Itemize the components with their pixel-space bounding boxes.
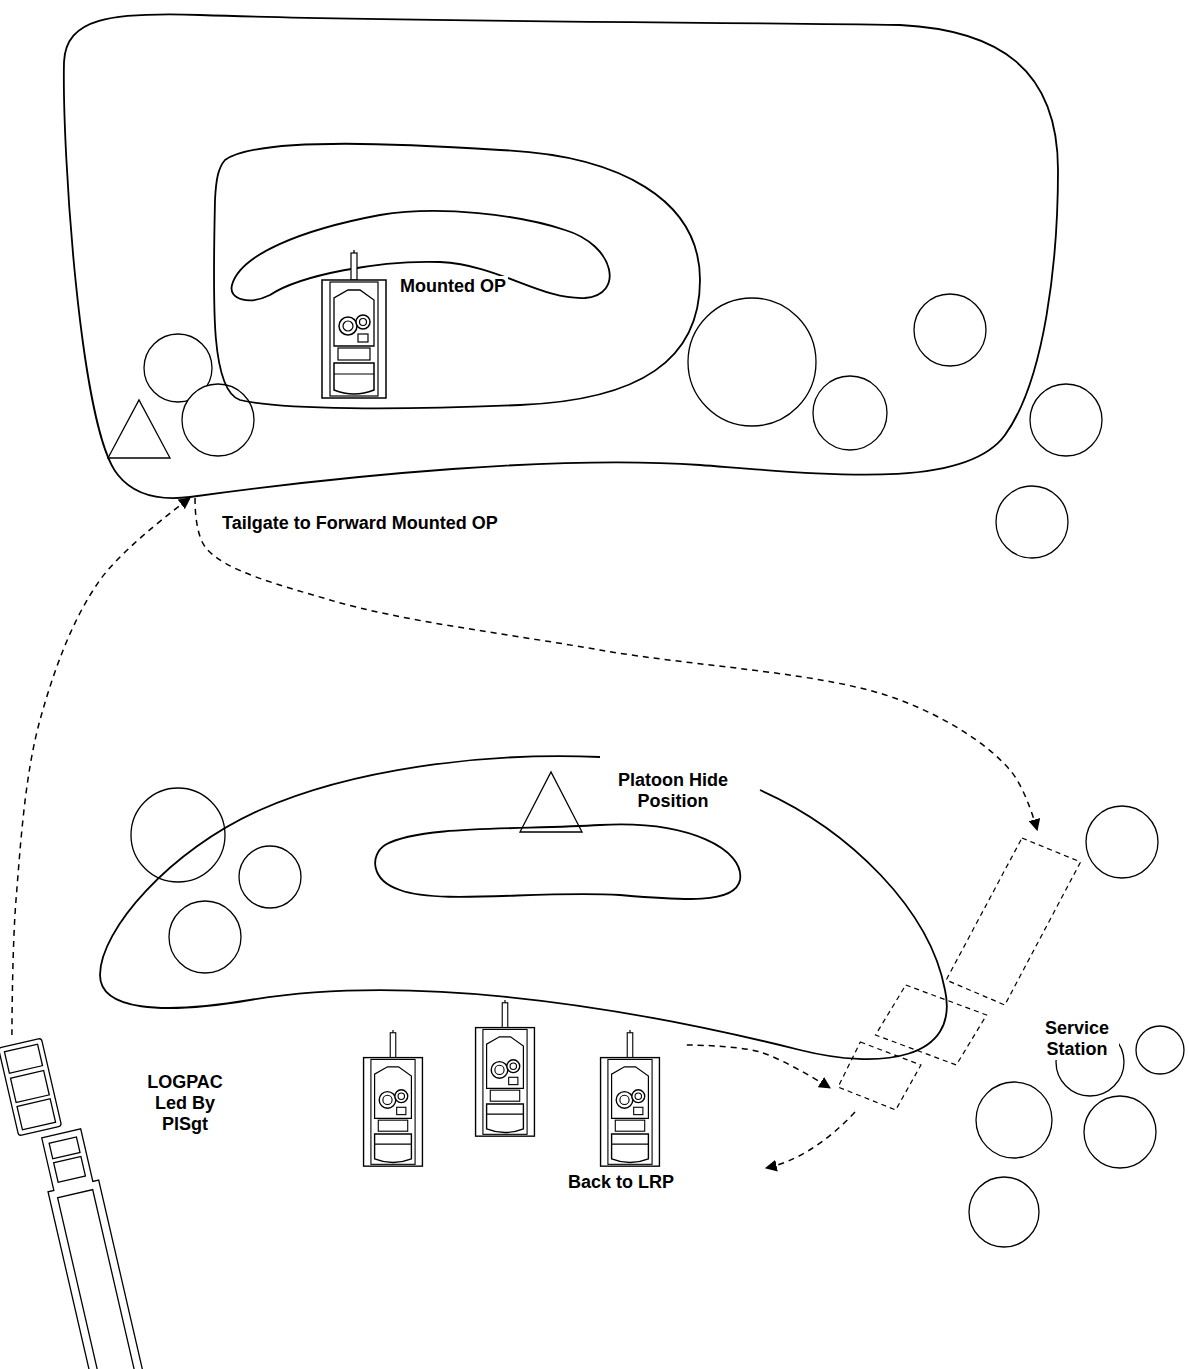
region-label: Service Station [1035,1018,1119,1060]
logpac-trucks [0,1038,147,1369]
tree [131,788,225,882]
truck-body [0,1038,62,1136]
truck-body [36,1127,147,1369]
exit-arrow [766,1112,855,1168]
terrain-region: Mounted OP [55,5,1070,498]
truck-bed [11,1071,50,1103]
triangle-symbol [108,400,170,458]
contour-line [100,756,947,1059]
tree [688,298,816,426]
tree [813,376,887,450]
truck-cab [54,1156,86,1182]
region-outline [55,5,1070,498]
region-label: Platoon Hide Position [606,770,740,812]
tree [239,846,301,908]
cargo-truck [0,1038,62,1136]
region-outline [90,745,960,1065]
note-label: Tailgate to Forward Mounted OP [220,513,500,534]
label-anchor: Back to LRP [566,1172,676,1193]
fuel-truck [36,1127,147,1369]
region-outline [830,830,1123,1115]
fuel-tank [58,1190,138,1369]
logpac-group: LOGPAC Led By PlSgt [5,1035,236,1369]
contour-line [214,144,700,409]
tree [1030,384,1102,456]
station-bay [946,838,1080,1005]
station-bay [838,1042,921,1110]
contour-line [64,14,1058,498]
truck-bed [17,1099,56,1130]
hide-vehicle [476,1000,535,1136]
tree [169,901,241,973]
tree [914,294,986,366]
contour-line [232,211,610,300]
tree [1084,1096,1156,1168]
service-area: Service Station [830,830,1123,1115]
hide-vehicle [601,1030,660,1166]
tree [976,1082,1052,1158]
contour-line [375,824,740,899]
observation-vehicle [322,250,386,398]
triangle-symbol [520,772,582,832]
tree [1086,806,1158,878]
tree-group [131,294,1184,1247]
hide-region: Platoon Hide Position [90,745,960,1065]
hide-vehicle [364,1030,423,1166]
destination-label: Back to LRP [566,1172,676,1193]
tree [969,1177,1039,1247]
label-anchor: Tailgate to Forward Mounted OP [220,513,500,534]
station-bay [875,985,986,1065]
truck-cab [49,1137,80,1159]
truck-cab [4,1044,42,1073]
region-label: LOGPAC Led By PlSgt [138,1072,232,1135]
tree [996,486,1068,558]
tree [1136,1026,1184,1074]
dashed-route-arrow [195,498,1037,830]
region-label: Mounted OP [398,276,508,297]
dashed-route-arrow [12,498,190,1035]
tree [182,384,254,456]
